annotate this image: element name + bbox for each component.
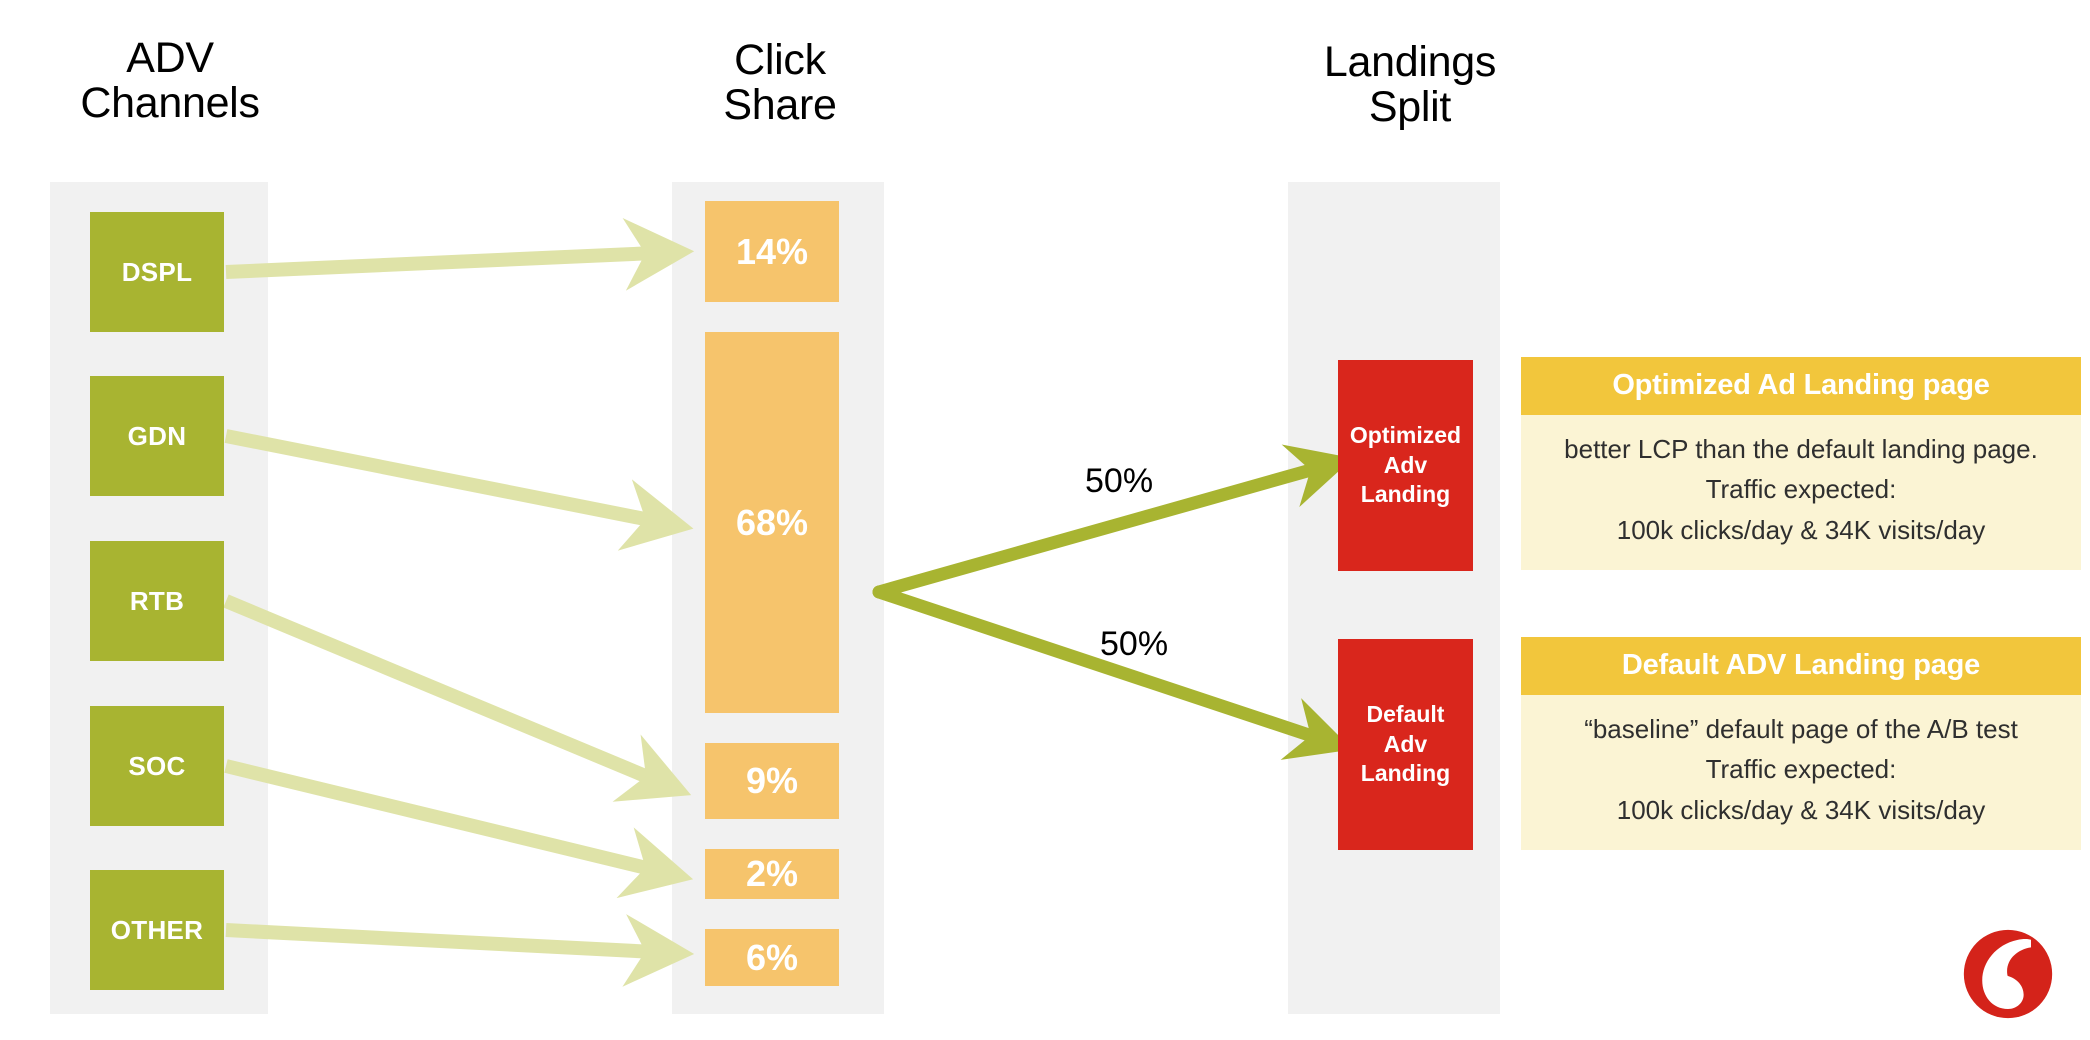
- share-bar-2[interactable]: 2%: [705, 849, 839, 899]
- info-card-body: “baseline” default page of the A/B test …: [1521, 695, 2081, 850]
- column-title-click-share: Click Share: [723, 36, 837, 130]
- channel-box-other[interactable]: OTHER: [90, 870, 224, 990]
- info-card-line: 100k clicks/day & 34K visits/day: [1616, 794, 1986, 825]
- info-card-line: “baseline” default page of the A/B test: [1584, 714, 2018, 744]
- channel-label: DSPL: [121, 256, 193, 287]
- share-bar-label: 14%: [735, 230, 809, 272]
- band-landings-split: [1288, 182, 1500, 1014]
- share-bar-6[interactable]: 6%: [705, 929, 839, 986]
- channel-box-rtb[interactable]: RTB: [90, 541, 224, 661]
- landing-box-label: Default Adv Landing: [1360, 700, 1451, 787]
- split-label-optimized: 50%: [1085, 462, 1154, 500]
- share-bar-label: 6%: [745, 936, 799, 978]
- info-card-optimized: Optimized Ad Landing page better LCP tha…: [1521, 357, 2081, 570]
- landing-box-optimized[interactable]: Optimized Adv Landing: [1338, 360, 1473, 571]
- column-title-landings-split: Landings Split: [1323, 38, 1497, 132]
- info-card-default: Default ADV Landing page “baseline” defa…: [1521, 637, 2081, 850]
- channel-label: GDN: [127, 420, 187, 451]
- channel-box-dspl[interactable]: DSPL: [90, 212, 224, 332]
- info-card-heading: Optimized Ad Landing page: [1521, 357, 2081, 415]
- share-bar-68[interactable]: 68%: [705, 332, 839, 713]
- info-card-line: Traffic expected:: [1705, 754, 1897, 785]
- info-card-line: 100k clicks/day & 34K visits/day: [1616, 514, 1986, 545]
- share-bar-14[interactable]: 14%: [705, 201, 839, 302]
- info-card-heading: Default ADV Landing page: [1521, 637, 2081, 695]
- vodafone-logo-icon: [1963, 929, 2053, 1019]
- channel-label: SOC: [128, 750, 186, 781]
- share-bar-label: 2%: [745, 853, 799, 894]
- info-card-line: Traffic expected:: [1705, 474, 1897, 505]
- info-card-body: better LCP than the default landing page…: [1521, 415, 2081, 570]
- channel-box-soc[interactable]: SOC: [90, 706, 224, 826]
- column-title-adv-channels: ADV Channels: [80, 34, 260, 128]
- channel-label: RTB: [129, 585, 185, 616]
- split-label-default: 50%: [1100, 625, 1169, 663]
- share-bar-9[interactable]: 9%: [705, 743, 839, 819]
- channel-label: OTHER: [110, 914, 204, 945]
- landing-box-default[interactable]: Default Adv Landing: [1338, 639, 1473, 850]
- channel-box-gdn[interactable]: GDN: [90, 376, 224, 496]
- share-bar-label: 9%: [745, 760, 799, 801]
- info-card-line: better LCP than the default landing page…: [1564, 434, 2038, 464]
- landing-box-label: Optimized Adv Landing: [1349, 421, 1462, 508]
- share-bar-label: 68%: [735, 501, 809, 543]
